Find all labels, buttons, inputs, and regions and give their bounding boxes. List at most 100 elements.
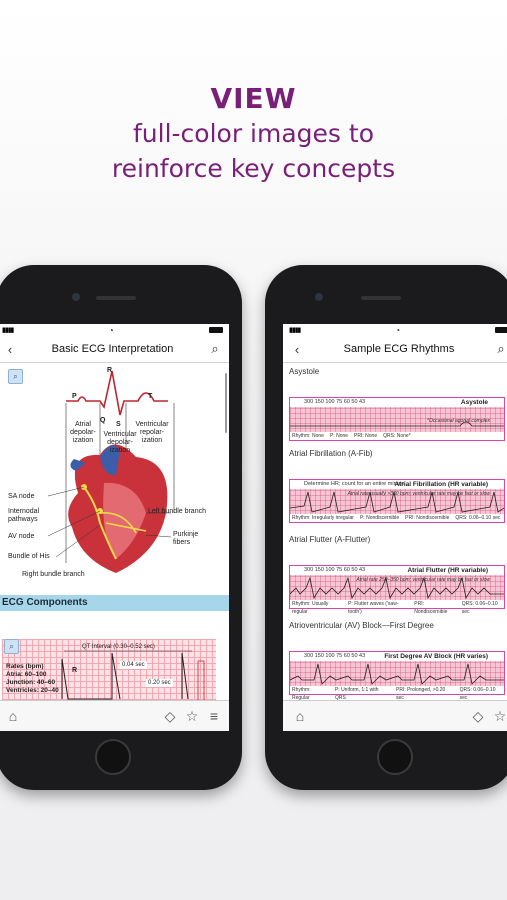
rhythm-waveform <box>290 663 504 685</box>
star-icon[interactable]: ☆ <box>185 707 199 724</box>
label-sa-node: SA node <box>8 493 35 500</box>
nav-bar: ‹ Basic ECG Interpretation ⌕ <box>0 336 229 363</box>
label-av-node: AV node <box>8 533 35 540</box>
qt-interval-label: QT Interval (0.30–0.52 sec) <box>82 644 155 650</box>
wifi-icon: ◔ <box>108 325 114 335</box>
rhythm-strip: 300 150 100 75 60 50 43 First Degree AV … <box>289 651 505 701</box>
content-area: Asystole 300 150 100 75 60 50 43 Asystol… <box>283 363 507 701</box>
rhythm-strip: 300 150 100 75 60 50 43 Atrial Flutter (… <box>289 565 505 615</box>
meta-pri: PRI: Nondiscernible <box>414 601 448 615</box>
meta-qrs: QRS: None* <box>383 433 411 439</box>
ecg-r-label: R <box>72 667 78 674</box>
headline-subtitle-2: reinforce key concepts <box>111 154 396 183</box>
strip-meta: Rhythm: Usually regular P: Flutter waves… <box>290 600 504 615</box>
rate-ventricles: Ventricles: 20–40 <box>6 687 59 694</box>
scrollbar[interactable] <box>225 373 227 433</box>
label-q: Q <box>100 417 106 424</box>
meta-p: P: Flutter waves ('saw-tooth') <box>348 601 399 615</box>
strip-meta: Rhythm: Irregularly irregular P: Nondisc… <box>290 514 504 522</box>
status-bar: ▮▮▮▮ ◔ <box>0 324 229 336</box>
label-atrial-depol: Atrial depolar- ization <box>70 421 96 444</box>
rates-title: Rates (bpm) <box>6 663 44 670</box>
headline: VIEW full-color images to reinforce key … <box>0 82 507 185</box>
meta-pri: PRI: Prolonged, >0.20 sec <box>395 687 446 701</box>
signal-icon: ▮▮▮▮ <box>289 327 301 334</box>
meta-qrs: QRS: 0.06–0.10 sec <box>459 687 496 701</box>
battery-icon <box>208 327 223 333</box>
strip-title: Atrial Flutter (HR variable) <box>407 567 488 574</box>
rhythm-waveform <box>290 491 504 513</box>
earpiece-speaker <box>96 296 136 300</box>
meta-p: P: None <box>329 433 349 439</box>
meta-rhythm: Rhythm: Regular <box>292 687 311 701</box>
label-internodal: Internodal pathways <box>8 508 40 523</box>
section-header: ECG Components <box>0 595 229 611</box>
interval-004: 0.04 sec <box>120 661 147 669</box>
rhythm-strip: Determine HR; count for an entire minute… <box>289 479 505 523</box>
page-title: Basic ECG Interpretation <box>51 343 174 355</box>
zoom-icon[interactable]: ⌕ <box>8 369 23 384</box>
home-button[interactable] <box>95 739 131 775</box>
headline-subtitle-1: full-color images to <box>132 119 374 148</box>
meta-rhythm: Rhythm: Usually regular <box>292 601 329 615</box>
front-camera <box>315 293 323 301</box>
home-button[interactable] <box>377 739 413 775</box>
meta-rhythm: Rhythm: None <box>292 433 324 439</box>
rate-ruler: 300 150 100 75 60 50 43 <box>290 652 504 661</box>
tag-icon[interactable]: ◇ <box>164 707 176 724</box>
ecg-components-chart: ⌕ QT Interval (0.30–0.52 sec) Rates (bpm… <box>2 639 216 701</box>
strip-note: *Occasional agonal complex <box>426 418 490 424</box>
strip-meta: Rhythm: None P: None PRI: None QRS: None… <box>290 432 504 440</box>
section-header-label: ECG Components <box>2 597 88 608</box>
rhythm-strip: 300 150 100 75 60 50 43 Asystole *Occasi… <box>289 397 505 441</box>
label-right-bundle: Right bundle branch <box>22 571 85 578</box>
strip-title: Atrial Fibrillation (HR variable) <box>394 481 488 488</box>
phone-left: ▮▮▮▮ ◔ ‹ Basic ECG Interpretation ⌕ ⌕ <box>0 265 242 790</box>
screen-left: ▮▮▮▮ ◔ ‹ Basic ECG Interpretation ⌕ ⌕ <box>0 324 229 731</box>
meta-p: P: Nondiscernible <box>359 515 400 521</box>
zoom-icon-ecg[interactable]: ⌕ <box>4 639 19 654</box>
signal-icon: ▮▮▮▮ <box>2 327 14 334</box>
battery-icon <box>494 327 507 333</box>
nav-bar: ‹ Sample ECG Rhythms ⌕ <box>283 336 507 363</box>
home-icon[interactable]: ⌂ <box>295 708 305 724</box>
content-area: ⌕ R <box>0 363 229 701</box>
strip-note: Atrial rate usually >350 bpm; ventricula… <box>347 491 490 497</box>
search-icon[interactable]: ⌕ <box>211 341 219 356</box>
interval-020: 0.20 sec <box>146 679 173 687</box>
label-purkinje: Purkinje fibers <box>173 531 199 546</box>
page-title: Sample ECG Rhythms <box>343 343 455 355</box>
meta-pri: PRI: Nondiscernible <box>405 515 450 521</box>
strip-meta: Rhythm: Regular P: Uniform, 1:1 with QRS… <box>290 686 504 701</box>
ecg-waveform <box>61 650 205 701</box>
headline-title: VIEW <box>210 82 297 115</box>
strip-title: First Degree AV Block (HR varies) <box>384 653 488 660</box>
rate-atria: Atria: 60–100 <box>6 671 47 678</box>
list-icon[interactable]: ≡ <box>209 708 219 724</box>
label-p: P <box>72 393 77 400</box>
phone-right: ▮▮▮▮ ◔ ‹ Sample ECG Rhythms ⌕ Asystole 3… <box>265 265 507 790</box>
meta-rhythm: Rhythm: Irregularly irregular <box>292 515 354 521</box>
heart-diagram <box>47 370 175 573</box>
screen-right: ▮▮▮▮ ◔ ‹ Sample ECG Rhythms ⌕ Asystole 3… <box>283 324 507 731</box>
star-icon[interactable]: ☆ <box>493 707 507 724</box>
front-camera <box>72 293 80 301</box>
earpiece-speaker <box>361 296 401 300</box>
label-ventricular-repol: Ventricular repolar- ization <box>135 421 169 444</box>
tag-icon[interactable]: ◇ <box>472 707 484 724</box>
label-t: T <box>148 393 153 400</box>
wifi-icon: ◔ <box>395 325 401 335</box>
tab-bar: ⌂ ◇ ☆ <box>283 700 507 731</box>
back-icon[interactable]: ‹ <box>294 341 300 357</box>
home-icon[interactable]: ⌂ <box>8 708 18 724</box>
rhythm-waveform <box>290 576 504 600</box>
label-ventricular-depol: Ventricular depolar- ization <box>103 431 137 454</box>
label-s: S <box>116 421 121 428</box>
rhythm-name: Atrial Flutter (A-Flutter) <box>289 535 371 544</box>
back-icon[interactable]: ‹ <box>7 341 13 357</box>
meta-qrs: QRS: 0.06–0.10 sec <box>461 601 498 615</box>
rhythm-name: Asystole <box>289 367 320 376</box>
label-left-bundle: Left bundle branch <box>148 508 206 515</box>
meta-pri: PRI: None <box>354 433 378 439</box>
search-icon[interactable]: ⌕ <box>497 341 505 356</box>
